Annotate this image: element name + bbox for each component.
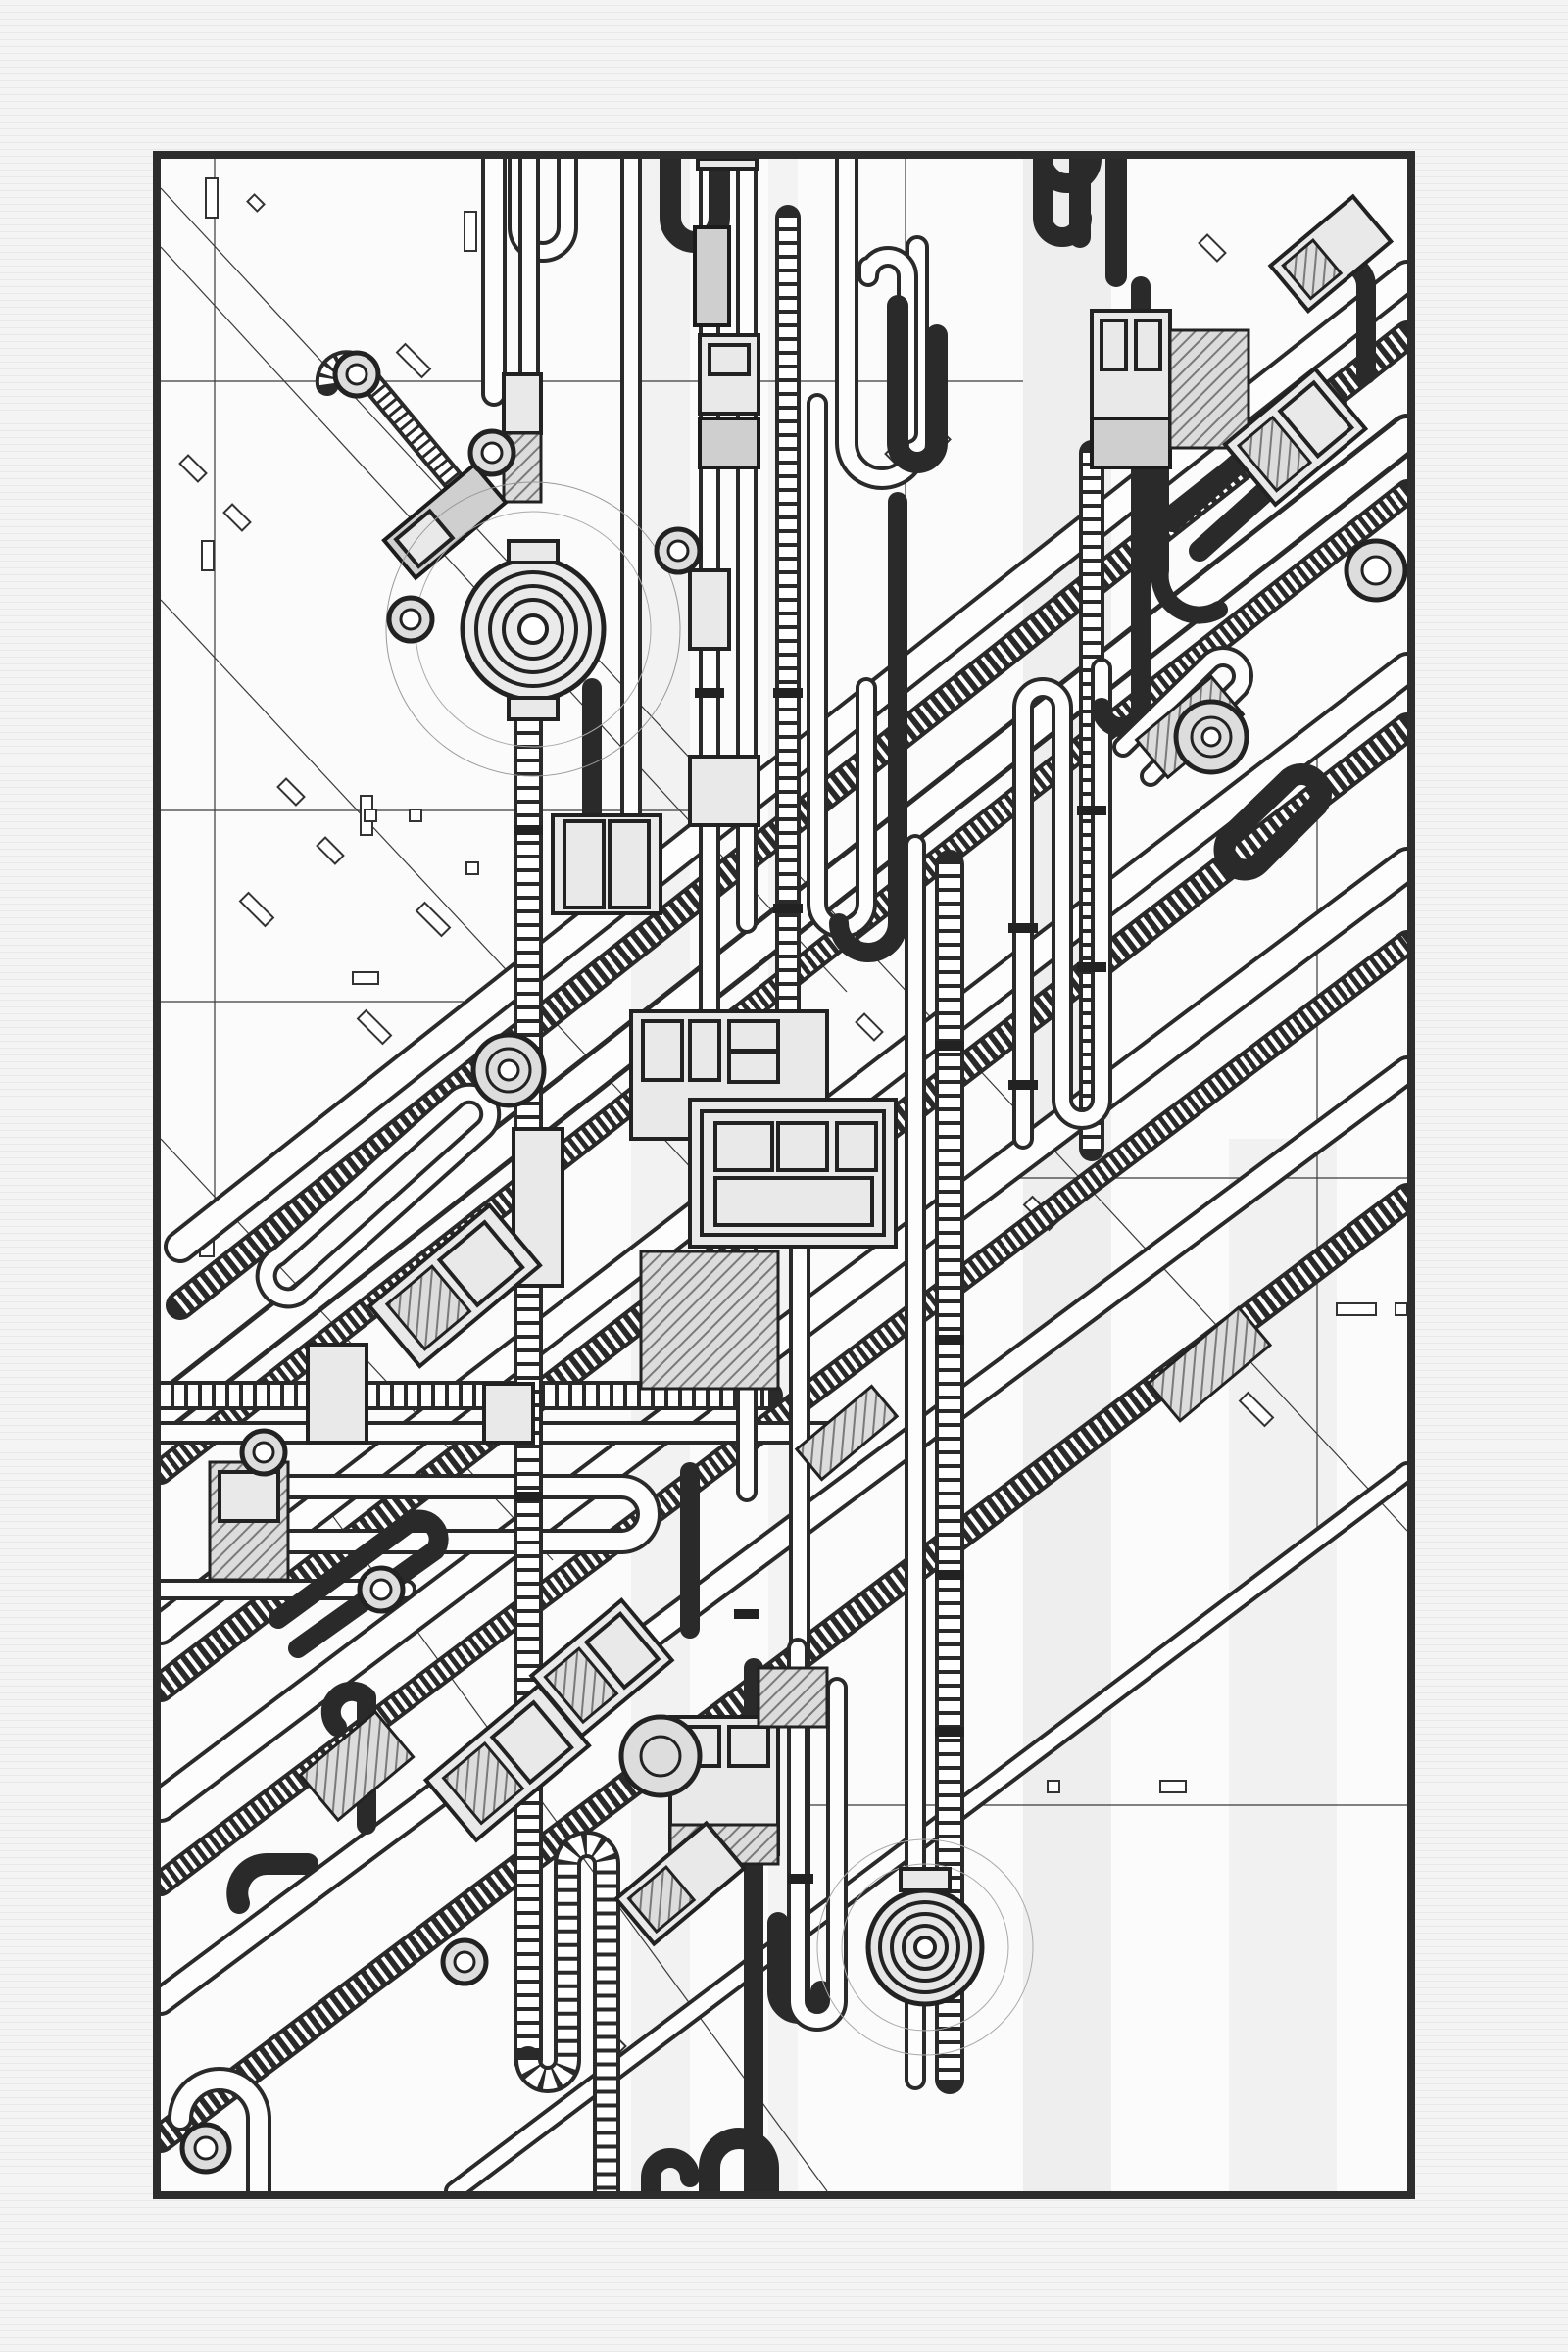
mechanical-pipe-drawing bbox=[161, 159, 1407, 2191]
pipe-collars bbox=[514, 688, 1106, 1884]
artwork-frame bbox=[153, 151, 1415, 2199]
small-markers bbox=[178, 177, 1407, 2056]
small-ring-fittings bbox=[179, 350, 1407, 2175]
lower-ring-fitting bbox=[816, 1838, 1034, 2056]
ring-fittings bbox=[179, 350, 1407, 2175]
large-ring-fitting bbox=[385, 481, 681, 777]
component-boxes bbox=[208, 159, 1250, 1866]
